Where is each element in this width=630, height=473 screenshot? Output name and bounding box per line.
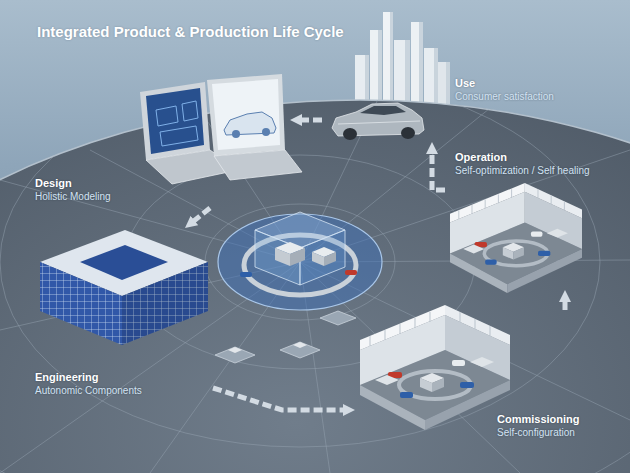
central-production-cell (240, 272, 252, 277)
car (332, 103, 424, 140)
central-production-cell (290, 248, 305, 266)
laptop (212, 79, 280, 150)
cycle-arrow (300, 118, 322, 123)
engineering-building (40, 262, 122, 345)
component-platform (215, 311, 356, 363)
stage-subtitle: Consumer satisfaction (455, 90, 554, 103)
stage-label: UseConsumer satisfaction (455, 76, 554, 103)
floor-grid (205, 204, 395, 320)
cycle-arrow (213, 388, 345, 410)
component-platform (293, 342, 307, 348)
city-skyline (390, 12, 393, 115)
stage-label: OperationSelf-optimization / Self healin… (455, 150, 590, 177)
stage-subtitle: Self-optimization / Self healing (455, 164, 590, 177)
stage-subtitle: Self-configuration (497, 426, 580, 439)
cycle-arrow (432, 152, 445, 190)
car (401, 127, 415, 139)
central-production-cell (312, 252, 324, 266)
engineering-building (40, 230, 208, 345)
city-skyline (419, 22, 423, 115)
stage-label: DesignHolistic Modeling (35, 176, 111, 203)
car (360, 106, 406, 115)
component-platform (228, 347, 242, 353)
component-platform (320, 311, 356, 325)
engineering-building (122, 262, 208, 345)
central-production-cell (345, 270, 357, 275)
city-skyline (383, 12, 393, 115)
stage-heading: Engineering (35, 370, 142, 384)
laptop (140, 82, 210, 160)
stage-label: EngineeringAutonomic Components (35, 370, 142, 397)
floor-grid (0, 77, 600, 447)
stage-heading: Operation (455, 150, 590, 164)
stage-region: CommissioningSelf-configuration (355, 310, 605, 450)
stage-heading: Commissioning (497, 412, 580, 426)
floor-disc (0, 100, 630, 473)
central-production-cell (300, 230, 345, 285)
operation-factory (450, 183, 582, 293)
car (343, 128, 357, 140)
stage-label: CommissioningSelf-configuration (497, 412, 580, 439)
cycle-arrow (192, 208, 210, 222)
laptop (140, 74, 302, 184)
engineering-building (80, 245, 168, 280)
stage-subtitle: Autonomic Components (35, 384, 142, 397)
laptop (262, 128, 270, 136)
laptop (232, 130, 240, 138)
central-production-cell (275, 248, 290, 266)
engineering-building (122, 262, 208, 345)
floor-disc (0, 100, 630, 473)
central-production-cell (218, 212, 382, 310)
stage-region: DesignHolistic Modeling (28, 72, 290, 208)
operation-factory (450, 183, 582, 293)
stage-region: UseConsumer satisfaction (322, 72, 610, 142)
floor-grid (0, 95, 630, 473)
commissioning-factory (360, 305, 510, 430)
stage-subtitle: Holistic Modeling (35, 190, 111, 203)
laptop (207, 74, 285, 156)
laptop (214, 150, 302, 180)
car (338, 121, 420, 124)
component-platform (215, 347, 255, 363)
central-production-cell (324, 252, 336, 266)
component-platform (280, 342, 320, 358)
laptop (146, 88, 204, 154)
stage-region: OperationSelf-optimization / Self healin… (445, 146, 610, 290)
diagram-title: Integrated Product & Production Life Cyc… (37, 23, 344, 41)
stage-heading: Design (35, 176, 111, 190)
stage-region: EngineeringAutonomic Components (28, 228, 213, 404)
cycle-arrow (563, 300, 568, 310)
stage-heading: Use (455, 76, 554, 90)
laptop (156, 101, 198, 146)
laptop (224, 112, 276, 135)
commissioning-factory (360, 305, 510, 430)
